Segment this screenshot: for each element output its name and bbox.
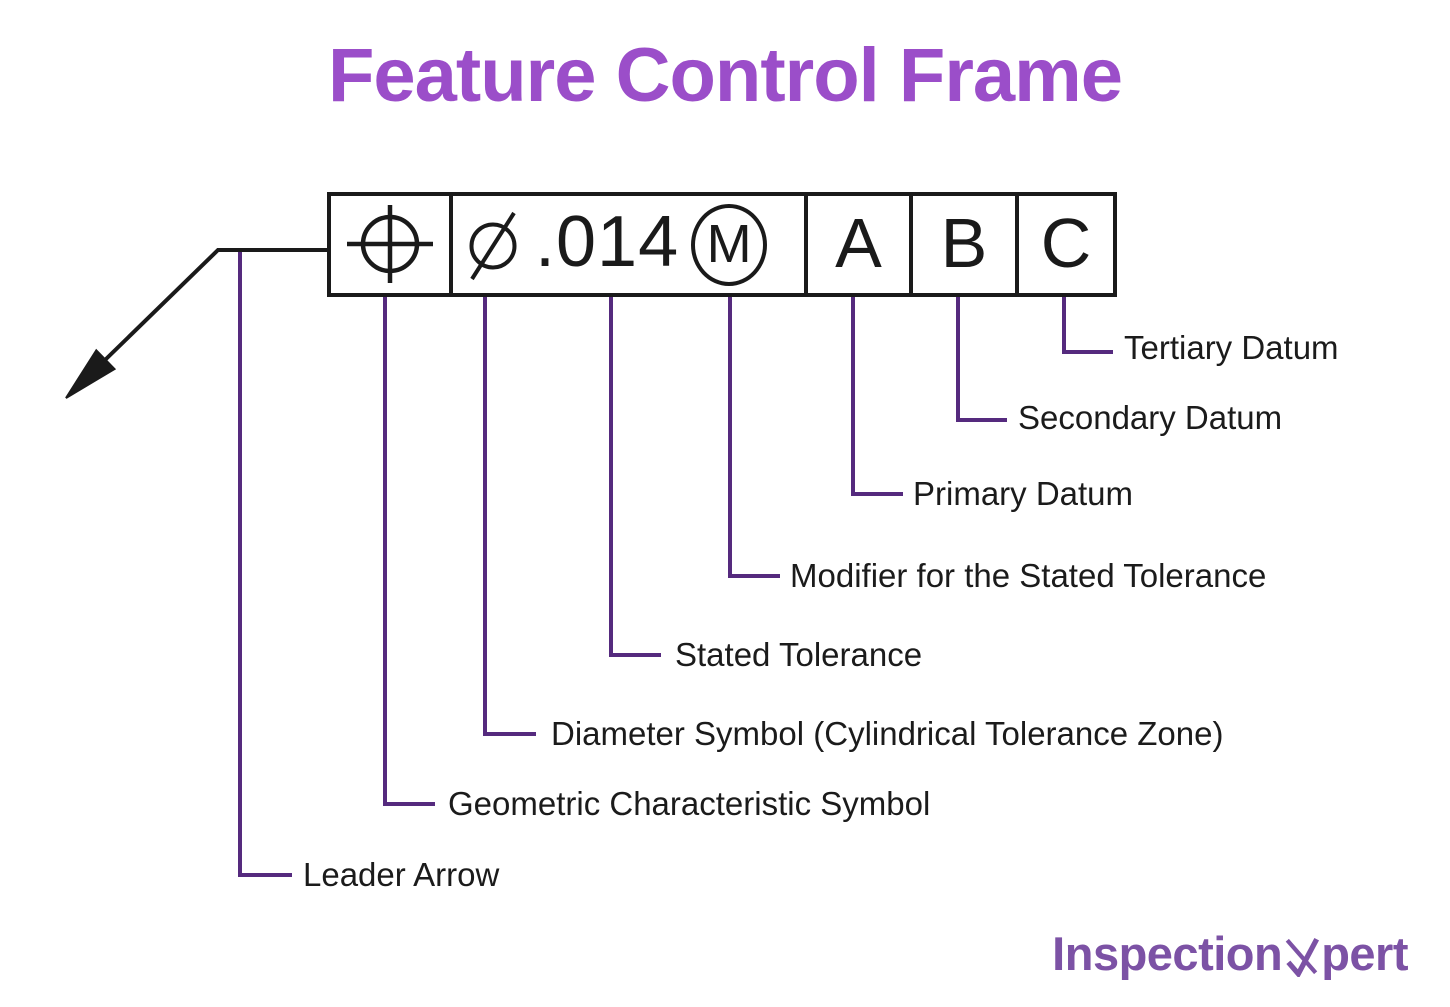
tolerance-value: .014: [535, 201, 680, 282]
tertiary-datum-letter: C: [1040, 203, 1092, 282]
callout-line-tertiary-datum: [1062, 297, 1113, 354]
material-modifier-circle: M: [691, 203, 768, 286]
logo-text-suffix: pert: [1321, 927, 1408, 980]
callout-line-stated-tolerance: [609, 297, 661, 657]
cell-secondary-datum: B: [909, 196, 1015, 293]
cell-stated-tolerance: .014 M: [449, 196, 804, 293]
leader-arrow-line: [103, 248, 327, 362]
x-checkmark-icon: [1285, 937, 1320, 977]
inspectionxpert-logo: Inspection pert: [1052, 926, 1408, 981]
callout-line-diameter-symbol: [483, 297, 536, 736]
callout-label-diameter-symbol: Diameter Symbol (Cylindrical Tolerance Z…: [551, 715, 1224, 752]
callout-label-secondary-datum: Secondary Datum: [1018, 399, 1283, 436]
cell-geometric-characteristic: [331, 196, 449, 293]
cell-tertiary-datum: C: [1015, 196, 1113, 293]
diameter-symbol-icon: [469, 211, 517, 280]
primary-datum-letter: A: [835, 203, 882, 282]
feature-control-frame: .014 M A B C: [327, 192, 1117, 297]
logo-text-prefix: Inspection: [1052, 927, 1283, 980]
callout-label-modifier: Modifier for the Stated Tolerance: [790, 557, 1267, 594]
position-symbol-icon: [347, 205, 433, 283]
modifier-letter: M: [706, 213, 752, 274]
secondary-datum-letter: B: [940, 203, 988, 282]
cell-primary-datum: A: [804, 196, 909, 293]
leader-arrowhead-icon: [65, 348, 117, 399]
callout-label-tertiary-datum: Tertiary Datum: [1124, 329, 1339, 366]
callout-line-primary-datum: [851, 297, 903, 496]
page-title: Feature Control Frame: [327, 33, 1123, 118]
callout-line-leader-arrow: [238, 252, 292, 877]
callout-line-modifier: [728, 297, 780, 578]
callout-label-geometric-characteristic-symbol: Geometric Characteristic Symbol: [448, 785, 931, 822]
callout-line-secondary-datum: [956, 297, 1007, 422]
callout-label-stated-tolerance: Stated Tolerance: [675, 636, 923, 673]
callout-label-leader-arrow: Leader Arrow: [303, 856, 500, 893]
callout-label-primary-datum: Primary Datum: [913, 475, 1134, 512]
callout-line-geometric-characteristic-symbol: [383, 297, 435, 806]
